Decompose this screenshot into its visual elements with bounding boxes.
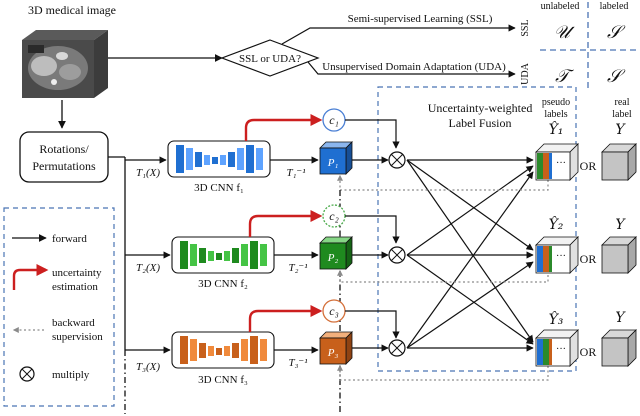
ct-volume-image	[22, 30, 108, 98]
transform-3-label: T₃(X)	[136, 361, 160, 373]
branch-2: T₂(X) 3D CNN f₂ T₂⁻¹ P₂ c₂	[125, 204, 637, 290]
uncertainty-c1-label: c₁	[329, 113, 339, 127]
backward-arrow-3	[337, 364, 549, 381]
pseudo-label-3-symbol: Ŷ₃	[549, 310, 564, 328]
or-3-label: OR	[580, 345, 597, 359]
legend-uncertainty-arrow	[12, 264, 49, 290]
branch-1: T₁(X) 3D CNN f₁ T₁⁻¹ P₁ c₁	[125, 108, 637, 414]
prob-map-1-label: P₁	[327, 157, 339, 169]
inverse-1-label: T₁⁻¹	[286, 167, 305, 179]
set-s-symbol-uda: 𝒮	[607, 66, 626, 87]
uncertainty-arrow-2	[248, 210, 323, 237]
prob-map-2-label: P₂	[327, 252, 339, 264]
prob-map-2: P₂	[319, 236, 353, 270]
real-label-2-cube	[601, 236, 637, 274]
uncertainty-arrow-3	[248, 305, 323, 332]
ssl-tag: SSL	[520, 19, 531, 36]
pseudo-label-1-cube: ···	[535, 143, 579, 181]
cnn-1-label: 3D CNN f₁	[194, 182, 244, 194]
legend-uncertainty-label-1: uncertainty	[52, 267, 102, 279]
transform-2-label: T₂(X)	[136, 262, 160, 274]
real-label-1-cube	[601, 143, 637, 181]
decision-diamond	[220, 39, 320, 77]
uncertainty-c2-label: c₂	[329, 209, 339, 223]
rotations-label-2: Permutations	[32, 159, 96, 173]
real-label-3-cube	[601, 329, 637, 367]
real-label-1-symbol: Y	[615, 122, 626, 138]
rotations-label-1: Rotations/	[39, 142, 89, 156]
real-label-header-1: real	[615, 97, 630, 108]
svg-text:···: ···	[556, 158, 566, 169]
legend-forward-label: forward	[52, 233, 87, 245]
pseudo-label-2-symbol: Ŷ₂	[549, 215, 564, 233]
decision-label: SSL or UDA?	[239, 53, 301, 65]
or-1-label: OR	[580, 159, 597, 173]
uncertainty-c3-label: c₃	[329, 304, 339, 318]
cnn-2-label: 3D CNN f₂	[198, 278, 248, 290]
legend-backward-label-2: supervision	[52, 331, 103, 343]
pseudo-label-3-cube: ···	[535, 329, 579, 367]
unlabeled-header: unlabeled	[541, 1, 580, 12]
cnn-3-layers	[180, 336, 267, 364]
cnn-1-layers	[176, 145, 263, 173]
cnn-1-box	[167, 140, 271, 178]
uda-tag: UDA	[520, 62, 531, 84]
or-2-label: OR	[580, 252, 597, 266]
fusion-title-1: Uncertainty-weighted	[428, 101, 533, 115]
backward-arrow-1	[337, 174, 549, 191]
prob-map-1: P₁	[319, 141, 353, 175]
fusion-connections	[406, 156, 534, 352]
pseudo-label-header-2: labels	[544, 109, 567, 120]
image-title: 3D medical image	[28, 3, 116, 17]
legend-uncertainty-label-2: estimation	[52, 281, 98, 293]
cnn-2-layers	[180, 241, 267, 269]
set-t-symbol: 𝒯	[555, 66, 574, 87]
set-u-symbol: 𝒰	[554, 22, 575, 43]
fusion-title-2: Label Fusion	[449, 116, 512, 130]
uda-branch-label: Unsupervised Domain Adaptation (UDA)	[322, 61, 506, 73]
transform-1-label: T₁(X)	[136, 167, 160, 179]
uncertainty-arrow-1	[244, 114, 323, 141]
labeled-header: labeled	[600, 1, 629, 12]
inverse-3-label: T₃⁻¹	[288, 357, 307, 369]
cnn-3-label: 3D CNN f₃	[198, 374, 248, 386]
inverse-2-label: T₂⁻¹	[288, 262, 307, 274]
real-label-2-symbol: Y	[615, 217, 626, 233]
legend-box	[3, 207, 115, 407]
svg-text:···: ···	[556, 251, 566, 262]
backward-arrow-2	[337, 269, 549, 283]
pseudo-label-2-cube: ···	[535, 236, 579, 274]
rotations-box	[19, 131, 109, 183]
prob-map-3: P₃	[319, 331, 353, 365]
real-label-3-symbol: Y	[615, 310, 626, 326]
legend-backward-label-1: backward	[52, 317, 95, 329]
svg-text:···: ···	[556, 344, 566, 355]
branch-3: T₃(X) 3D CNN f₃ T₃⁻¹ P₃ c₃	[125, 299, 637, 386]
legend-multiply-label: multiply	[52, 369, 90, 381]
real-label-header-2: label	[612, 109, 632, 120]
prob-map-3-label: P₃	[327, 347, 339, 359]
ssl-branch-label: Semi-supervised Learning (SSL)	[348, 13, 493, 25]
pseudo-label-header-1: pseudo	[542, 97, 570, 108]
pseudo-label-1-symbol: Ŷ₁	[549, 120, 564, 138]
set-s-symbol-ssl: 𝒮	[607, 22, 626, 43]
fusion-region	[377, 86, 577, 372]
